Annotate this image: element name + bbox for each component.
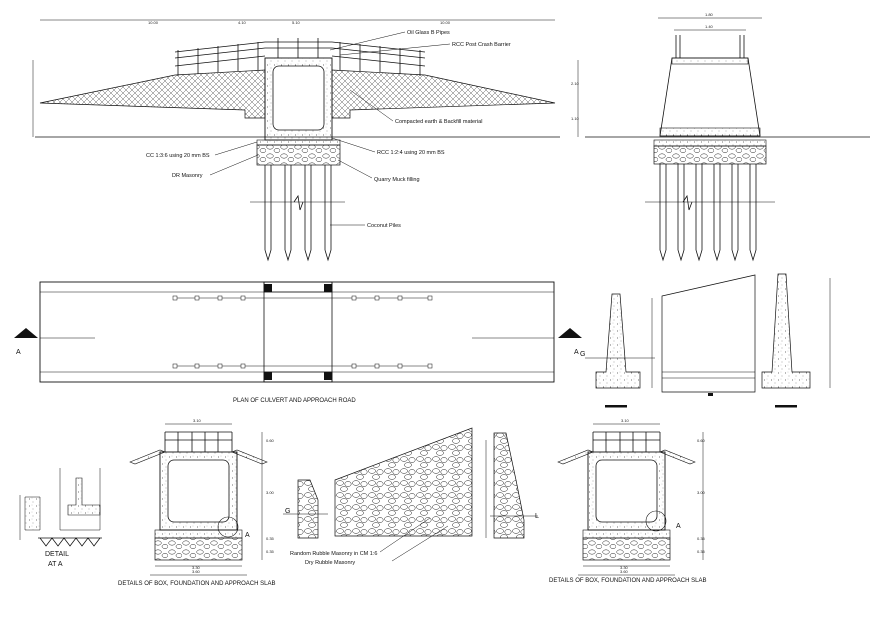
section-marker-left-icon xyxy=(14,328,38,338)
crash-barrier xyxy=(174,38,426,76)
detail-right-dim-top: 3.10 xyxy=(621,418,630,423)
detail-right-dim-v3: 0.35 xyxy=(697,536,706,541)
label-quarry-muck: Quarry Muck filling xyxy=(374,177,420,183)
elevation-section: 10.00 4.10 5.10 10.00 xyxy=(32,19,560,262)
label-compacted-earth: Compacted earth & Backfill material xyxy=(395,119,482,125)
wing-wall-left xyxy=(595,293,641,389)
detail-right-foundation xyxy=(582,537,671,561)
detail-mid-small-wall xyxy=(297,479,319,539)
leader-crash-barrier xyxy=(339,43,451,56)
dim-left-total: 10.00 xyxy=(148,20,159,25)
detail-a-label-1: DETAIL xyxy=(45,551,69,558)
leader-dr xyxy=(209,154,259,176)
detail-left-dim-v2: 3.00 xyxy=(266,490,275,495)
detail-left-dim-v3: 0.35 xyxy=(266,536,275,541)
detail-right-dim-v1: 0.60 xyxy=(697,438,706,443)
leader-oil-glass xyxy=(329,31,406,51)
coconut-piles xyxy=(250,165,345,262)
detail-left-foundation xyxy=(154,537,243,561)
detail-a-label-2: AT A xyxy=(48,561,63,568)
detail-right-dim-v2: 3.00 xyxy=(697,490,706,495)
side-dim-top-inner: 1.40 xyxy=(705,24,714,29)
leader-compacted-earth xyxy=(349,89,394,122)
detail-left-marker-a: A xyxy=(245,532,250,539)
wing-wall-right xyxy=(761,273,811,389)
label-rcc-mix: RCC 1:2:4 using 20 mm BS xyxy=(377,150,445,156)
detail-right-dim-bottom-outer: 3.60 xyxy=(620,569,629,574)
side-base-slab xyxy=(659,127,761,137)
detail-left-dim-v1: 0.60 xyxy=(266,438,275,443)
detail-left-dim-bottom-outer: 3.60 xyxy=(192,569,201,574)
wing-wall-sections: G xyxy=(580,273,831,408)
embankment-left xyxy=(39,69,266,119)
detail-left-dim-bottom-inner: 3.30 xyxy=(192,565,201,570)
dr-masonry-foundation xyxy=(256,144,341,166)
dim-mid-a: 4.10 xyxy=(238,20,247,25)
leader-cc xyxy=(214,141,258,156)
label-cc-mix: CC 1:3:6 using 20 mm BS xyxy=(146,153,210,159)
detail-at-a: DETAIL AT A xyxy=(19,468,102,568)
section-marker-right-icon xyxy=(558,328,582,338)
detail-left-dim-v4: 0.35 xyxy=(266,549,275,554)
detail-right-dim-v4: 0.35 xyxy=(697,549,706,554)
section-marker-right-label: A xyxy=(574,349,579,356)
label-dry-rubble: Dry Rubble Masonry xyxy=(305,560,355,566)
wing-wall-elevation xyxy=(661,274,756,393)
leader-quarry xyxy=(337,159,373,179)
dim-mid-b: 5.10 xyxy=(292,20,301,25)
plan-view: A A PLAN OF CULVERT AND APPROACH ROAD xyxy=(14,281,582,404)
detail-right-dim-bottom-inner: 3.30 xyxy=(620,565,629,570)
side-embankment xyxy=(659,57,761,137)
detail-right-title: DETAILS OF BOX, FOUNDATION AND APPROACH … xyxy=(549,578,706,584)
label-coconut-piles: Coconut Piles xyxy=(367,223,401,229)
detail-box-right: 3.10 A 3.30 3.60 0.60 3.00 0.35 0.35 DET… xyxy=(549,418,706,584)
detail-left-box-opening xyxy=(167,459,230,523)
detail-right-marker-a: A xyxy=(676,523,681,530)
embankment-right xyxy=(331,69,556,119)
label-oil-glass-pipes: Oil Glass B Pipes xyxy=(407,30,450,36)
side-deck xyxy=(671,57,749,65)
side-cc-bed xyxy=(653,139,767,147)
side-piles xyxy=(645,164,775,262)
side-foundation xyxy=(653,145,767,165)
detail-mid-tall-wall xyxy=(493,432,525,539)
side-section: 1.80 1.40 2.10 1.10 xyxy=(571,12,870,262)
detail-left-title: DETAILS OF BOX, FOUNDATION AND APPROACH … xyxy=(118,581,275,587)
side-dim-top-outer: 1.80 xyxy=(705,12,714,17)
detail-wing-masonry: G L Random Rubble Masonry in CM 1:6 Dry … xyxy=(283,427,539,566)
side-dim-h1: 2.10 xyxy=(571,81,580,86)
dim-right-total: 10.00 xyxy=(440,20,451,25)
label-random-rubble: Random Rubble Masonry in CM 1:6 xyxy=(290,551,377,557)
wing-marker-g: G xyxy=(580,351,585,358)
label-crash-barrier: RCC Post Crash Barrier xyxy=(452,42,511,48)
detail-mid-marker-g: G xyxy=(285,508,290,515)
leader-rcc xyxy=(331,137,376,153)
cc-bed xyxy=(256,139,341,146)
detail-mid-rubble-slope xyxy=(334,427,473,537)
detail-mid-marker-l: L xyxy=(535,513,539,520)
side-dim-h2: 1.10 xyxy=(571,116,580,121)
label-dr-masonry: DR Masonry xyxy=(172,173,203,179)
plan-road-outline xyxy=(39,281,555,383)
detail-a-wall xyxy=(67,477,101,516)
plan-title: PLAN OF CULVERT AND APPROACH ROAD xyxy=(233,398,356,404)
box-culvert-opening xyxy=(272,65,325,131)
section-marker-left-label: A xyxy=(16,349,21,356)
detail-left-dim-top: 3.10 xyxy=(193,418,202,423)
detail-box-left: 3.10 A 3.30 3.60 0.60 3.00 0.35 0.35 DET… xyxy=(118,418,275,587)
detail-right-box-opening xyxy=(595,459,658,523)
